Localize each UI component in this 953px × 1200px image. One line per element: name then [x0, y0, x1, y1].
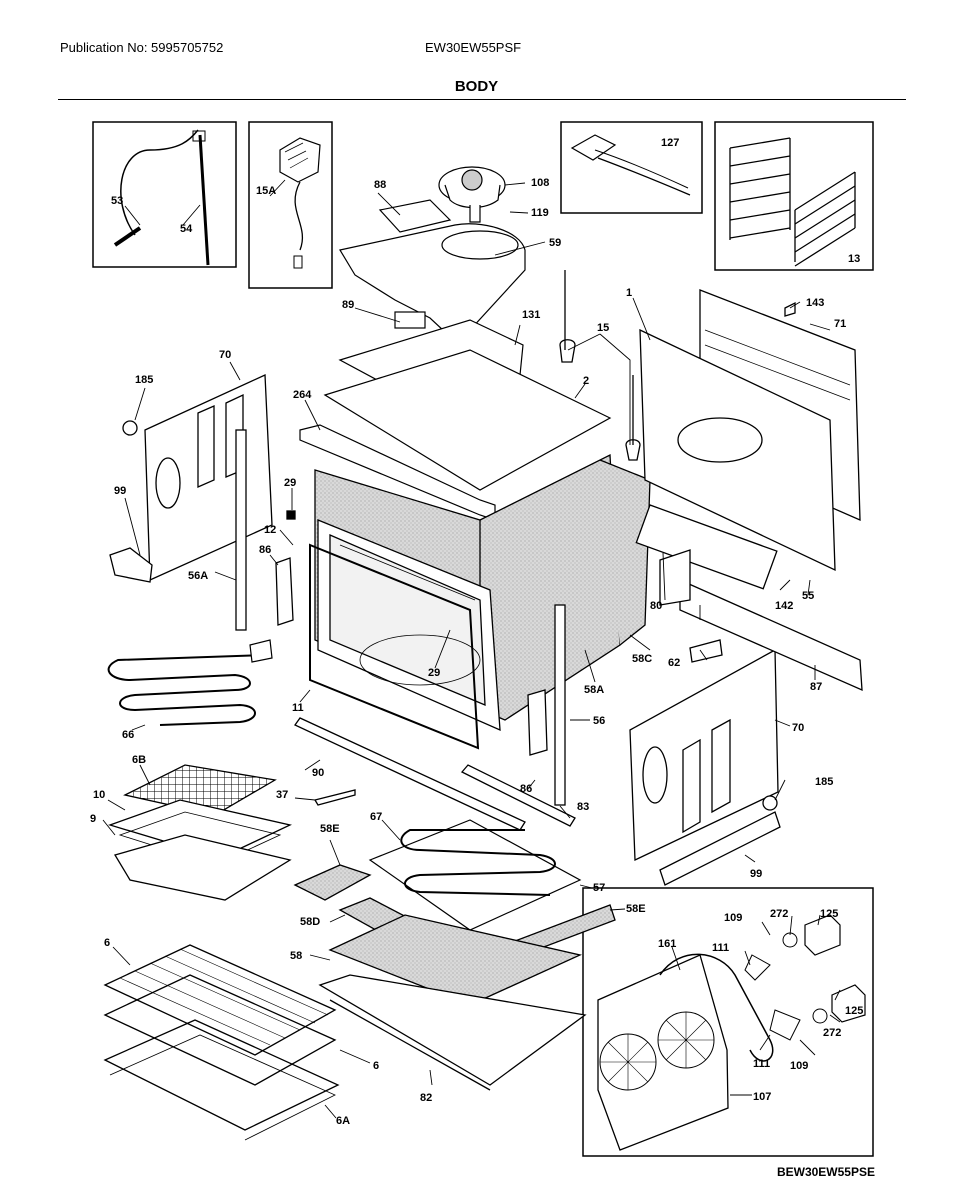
callout: 29 — [284, 477, 296, 489]
oven-cavity — [314, 453, 651, 732]
callout: 55 — [802, 590, 814, 602]
callout: 15A — [256, 185, 276, 197]
callout: 131 — [522, 309, 540, 321]
callout: 108 — [531, 177, 549, 189]
callout: 6B — [132, 754, 146, 766]
callout: 12 — [264, 524, 276, 536]
callout: 11 — [292, 702, 304, 714]
oven-racks — [103, 944, 340, 1141]
callout: 57 — [593, 882, 605, 894]
callout-labels: 53 54 15A 88 108 119 59 127 13 89 131 15… — [90, 137, 863, 1127]
broil-pan-and-grid — [107, 764, 292, 901]
callout: 37 — [276, 789, 288, 801]
callout: 29 — [428, 667, 440, 679]
callout: 272 — [770, 908, 788, 920]
callout: 185 — [135, 374, 153, 386]
leader-lines — [102, 179, 841, 1119]
bottom-tray — [318, 974, 587, 1091]
page-title: BODY — [454, 78, 499, 95]
callout: 9 — [90, 813, 96, 825]
callout: 125 — [820, 908, 838, 920]
oven-top-panel — [299, 270, 641, 521]
drawing-identifier: BEW30EW55PSE — [776, 1165, 875, 1179]
header-divider — [58, 99, 906, 100]
callout: 58A — [584, 684, 604, 696]
callout: 109 — [724, 912, 742, 924]
inset-box-wiring — [560, 121, 703, 214]
trim-strips — [122, 301, 796, 831]
callout: 70 — [219, 349, 231, 361]
callout: 119 — [531, 207, 549, 219]
callout: 82 — [420, 1092, 432, 1104]
callout: 54 — [180, 223, 193, 235]
callout: 53 — [111, 195, 123, 207]
callout: 56A — [188, 570, 208, 582]
callout: 99 — [750, 868, 762, 880]
inset-box-rack-supports — [714, 121, 874, 271]
inset-box-convection-fan — [582, 887, 874, 1157]
callout: 83 — [577, 801, 589, 813]
left-side-panel — [109, 374, 294, 631]
callout: 111 — [753, 1058, 770, 1070]
broil-element — [368, 819, 582, 931]
callout: 264 — [293, 389, 312, 401]
callout: 70 — [792, 722, 804, 734]
callout: 1 — [626, 287, 632, 299]
callout: 6 — [104, 937, 110, 949]
inset-box-probe — [92, 121, 237, 268]
callout: 89 — [342, 299, 354, 311]
callout: 88 — [374, 179, 386, 191]
callout: 58D — [300, 916, 320, 928]
callout: 58C — [632, 653, 652, 665]
model-number: EW30EW55PSF — [425, 40, 522, 55]
callout: 90 — [312, 767, 324, 779]
door-gasket — [309, 543, 480, 750]
callout: 80 — [650, 600, 662, 612]
callout: 67 — [370, 811, 382, 823]
callout: 6A — [336, 1115, 350, 1127]
callout: 59 — [549, 237, 561, 249]
callout: 161 — [658, 938, 676, 950]
callout: 99 — [114, 485, 126, 497]
bake-element — [107, 639, 273, 726]
callout: 10 — [93, 789, 105, 801]
callout: 15 — [597, 322, 609, 334]
callout: 185 — [815, 776, 833, 788]
callout: 2 — [583, 375, 589, 387]
inset-box-door-switch — [248, 121, 333, 289]
callout: 107 — [753, 1091, 771, 1103]
callout: 6 — [373, 1060, 379, 1072]
callout: 272 — [823, 1027, 841, 1039]
callout: 86 — [259, 544, 271, 556]
callout: 58 — [290, 950, 302, 962]
callout: 56 — [593, 715, 605, 727]
callout: 125 — [845, 1005, 863, 1017]
callout: 62 — [668, 657, 680, 669]
callout: 111 — [712, 942, 729, 954]
callout: 143 — [806, 297, 824, 309]
rear-panels — [635, 289, 863, 692]
publication-number: Publication No: 5995705752 — [60, 40, 224, 55]
callout: 71 — [834, 318, 846, 330]
callout: 58E — [320, 823, 340, 835]
callout: 87 — [810, 681, 822, 693]
callout: 66 — [122, 729, 134, 741]
callout: 13 — [848, 253, 860, 265]
callout: 86 — [520, 783, 532, 795]
callout: 127 — [661, 137, 679, 149]
callout: 142 — [775, 600, 793, 612]
insulation-blocks — [293, 864, 616, 1006]
blower-assembly — [339, 166, 526, 333]
callout: 109 — [790, 1060, 808, 1072]
callout: 58E — [626, 903, 646, 915]
right-side-panel — [527, 604, 781, 886]
